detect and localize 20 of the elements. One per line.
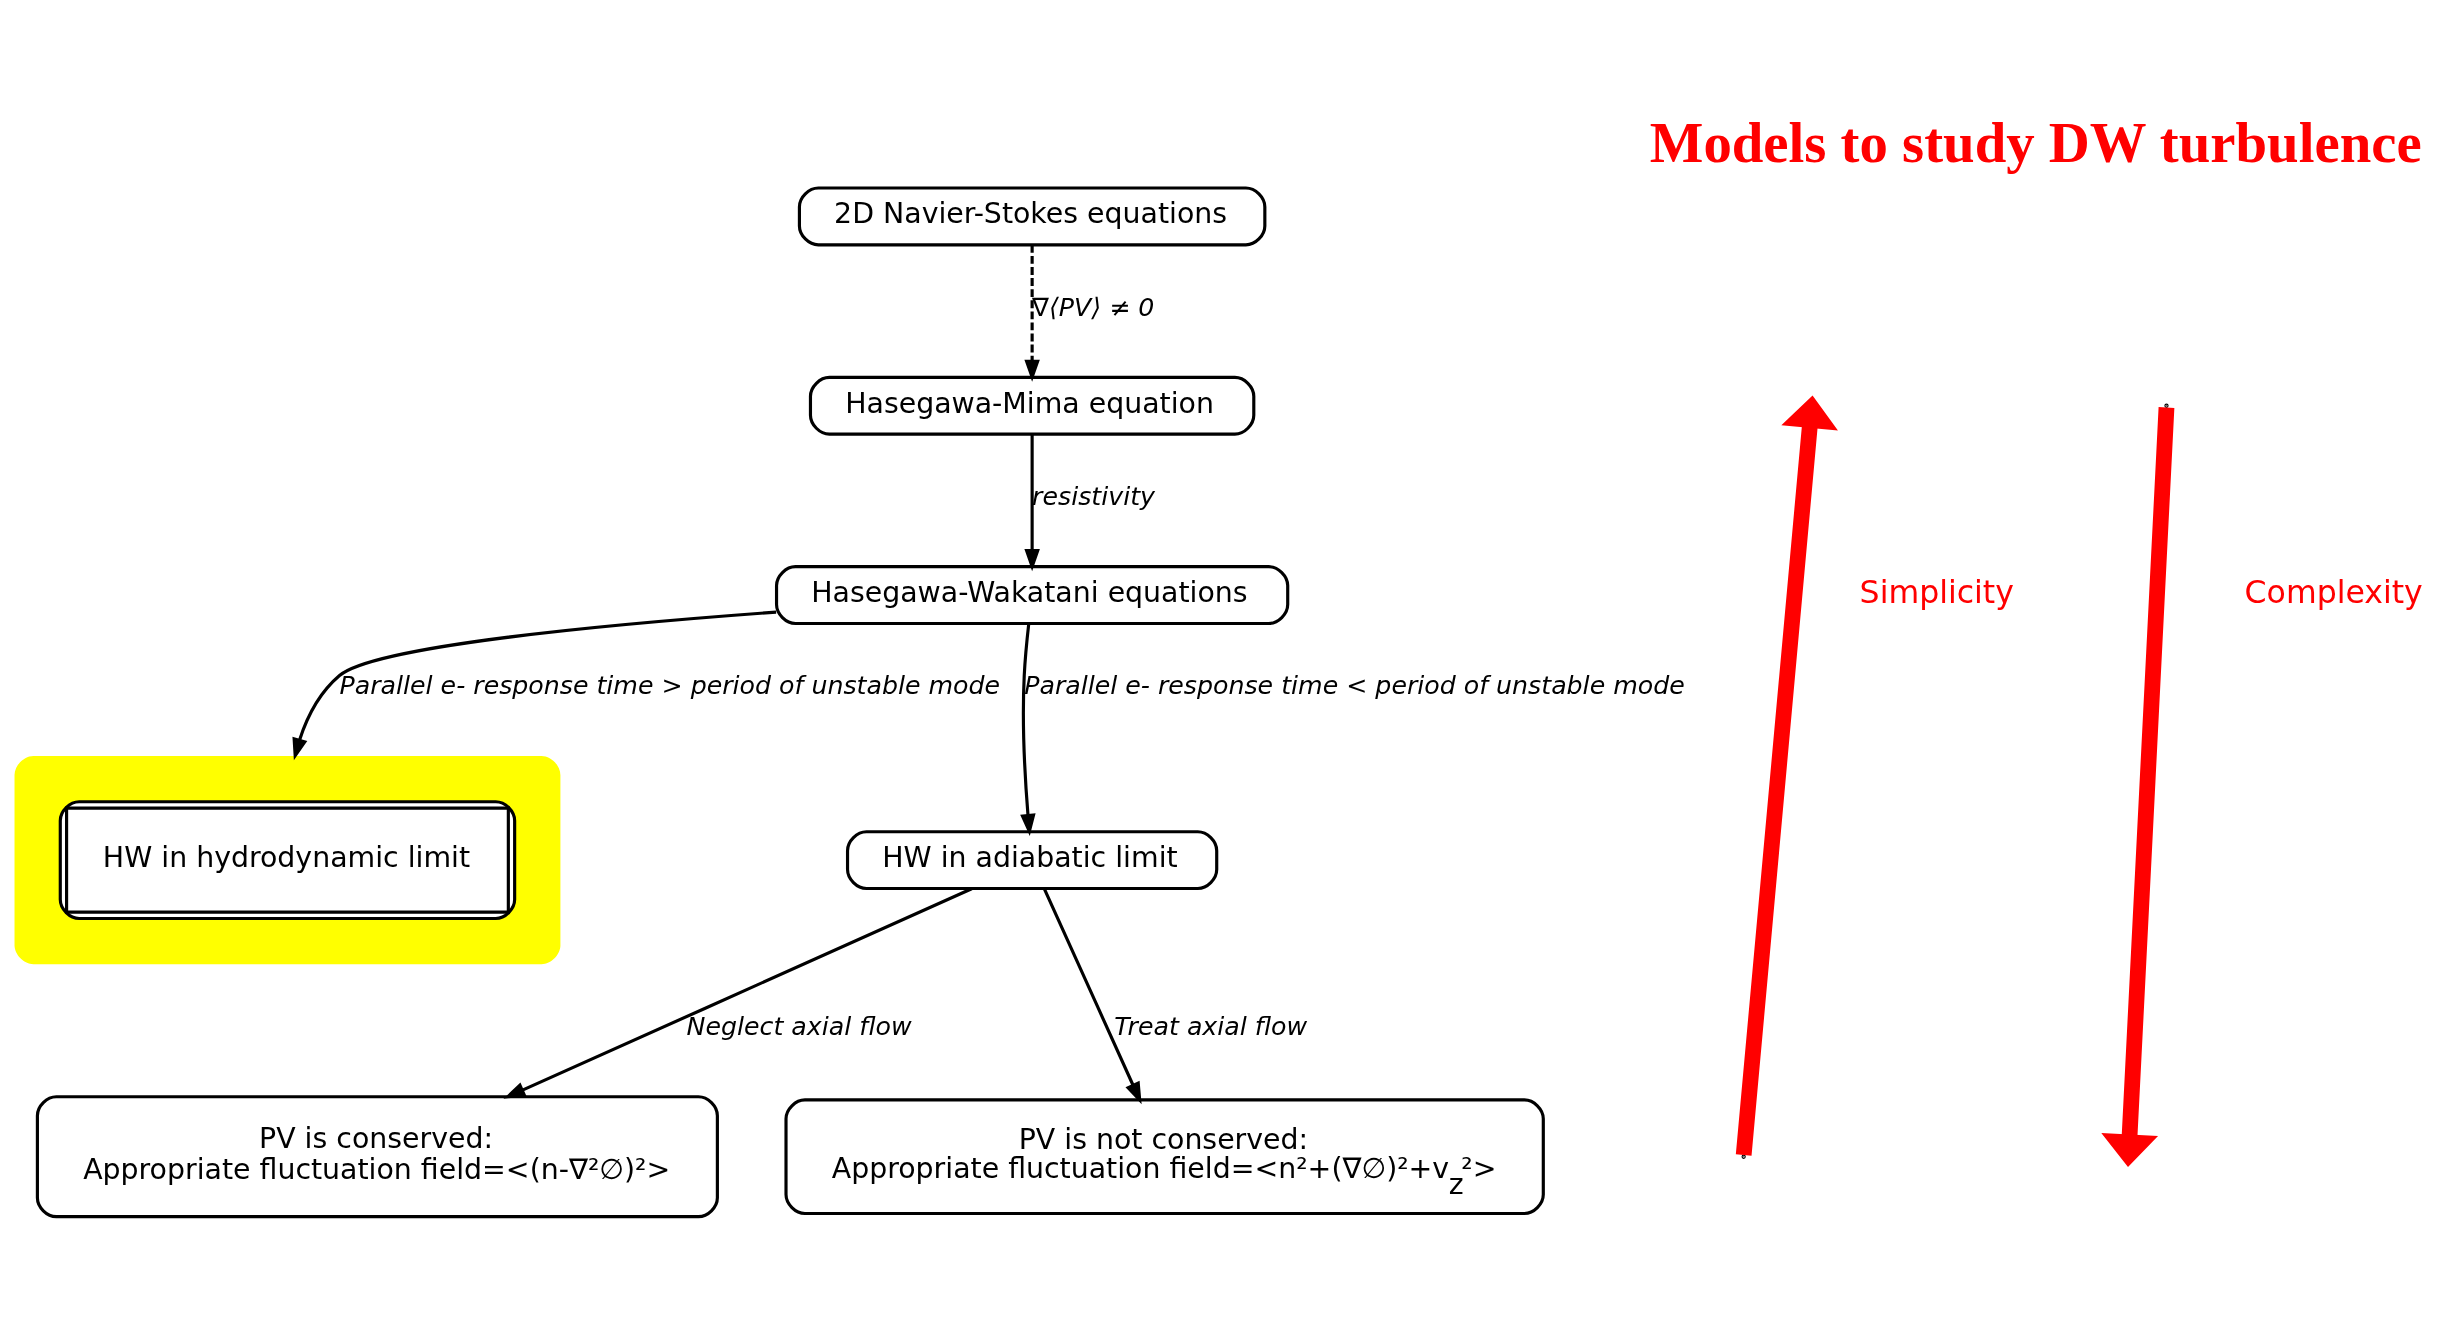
arrow [1042, 888, 1142, 1105]
node-box: Hasegawa-Mima equation [808, 375, 1256, 436]
node-box: HW in adiabatic limit [845, 830, 1219, 891]
node-box: HW in hydrodynamic limit [14, 756, 561, 965]
node-box: 2D Navier-Stokes equations [797, 186, 1267, 247]
arrow [1024, 245, 1040, 382]
edge-label: Parallel e- response time > period of unstable mode [339, 671, 1001, 701]
diagram-title: Models to study DW turbulence [1649, 111, 2422, 175]
edge-label: Treat axial flow [1114, 1011, 1308, 1041]
arrow [292, 610, 777, 761]
edge-label: Neglect axial flow [686, 1011, 912, 1041]
edge-label: Parallel e- response time < period of unstable mode [1024, 671, 1685, 701]
arrow [503, 887, 973, 1099]
arrow [1024, 434, 1040, 572]
node-box: PV is conserved: Appropriate fluctuation field=<(n-∇²∅)²> [35, 1095, 719, 1219]
label: Simplicity [1859, 573, 2014, 610]
label: Complexity [2244, 573, 2423, 610]
node-box: Hasegawa-Wakatani equations [774, 565, 1290, 626]
edge-label: ∇⟨PV⟩ ≠ 0 [1032, 292, 1155, 322]
arrow [1020, 623, 1036, 837]
